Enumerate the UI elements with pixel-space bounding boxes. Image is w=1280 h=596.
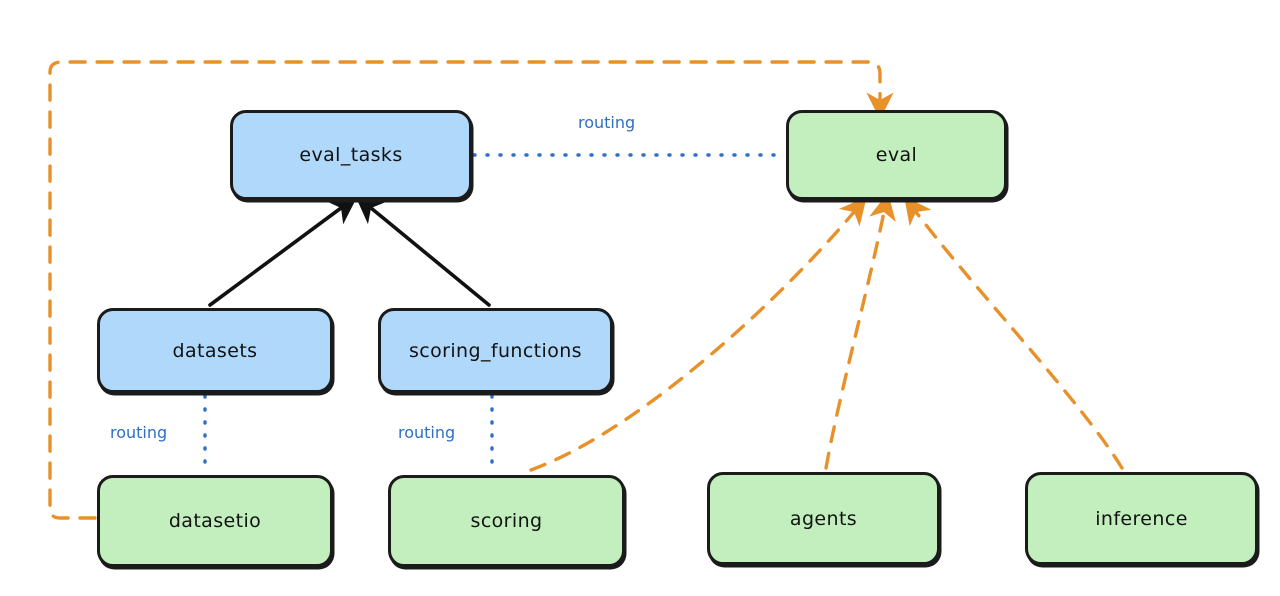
node-scoring-functions[interactable]: scoring_functions	[378, 308, 613, 393]
node-label: inference	[1095, 507, 1188, 530]
edge-label-routing-scoring-functions-scoring: routing	[398, 423, 456, 442]
node-inference[interactable]: inference	[1025, 472, 1258, 565]
node-datasets[interactable]: datasets	[97, 308, 333, 393]
node-scoring[interactable]: scoring	[388, 475, 625, 567]
edge-label-routing-datasets-datasetio: routing	[110, 423, 168, 442]
node-datasetio[interactable]: datasetio	[97, 475, 333, 567]
edge-scoring_functions-eval_tasks	[354, 194, 491, 307]
edge-label-routing-eval-tasks-eval: routing	[578, 113, 636, 132]
node-label: datasetio	[168, 510, 262, 532]
node-label: agents	[789, 507, 858, 530]
edge-datasets-eval_tasks	[208, 195, 358, 307]
node-agents[interactable]: agents	[707, 472, 940, 565]
edge-datasetio-eval	[48, 60, 894, 520]
node-label: datasets	[172, 339, 258, 362]
node-eval-tasks[interactable]: eval_tasks	[230, 110, 472, 200]
edge-inference-eval	[904, 196, 1124, 470]
node-label: scoring	[470, 510, 543, 532]
node-label: eval	[875, 144, 918, 166]
node-label: scoring_functions	[409, 339, 582, 362]
edge-scoring-eval	[529, 196, 867, 472]
edge-agents-eval	[824, 192, 896, 470]
node-eval[interactable]: eval	[786, 110, 1007, 200]
node-label: eval_tasks	[299, 144, 403, 166]
